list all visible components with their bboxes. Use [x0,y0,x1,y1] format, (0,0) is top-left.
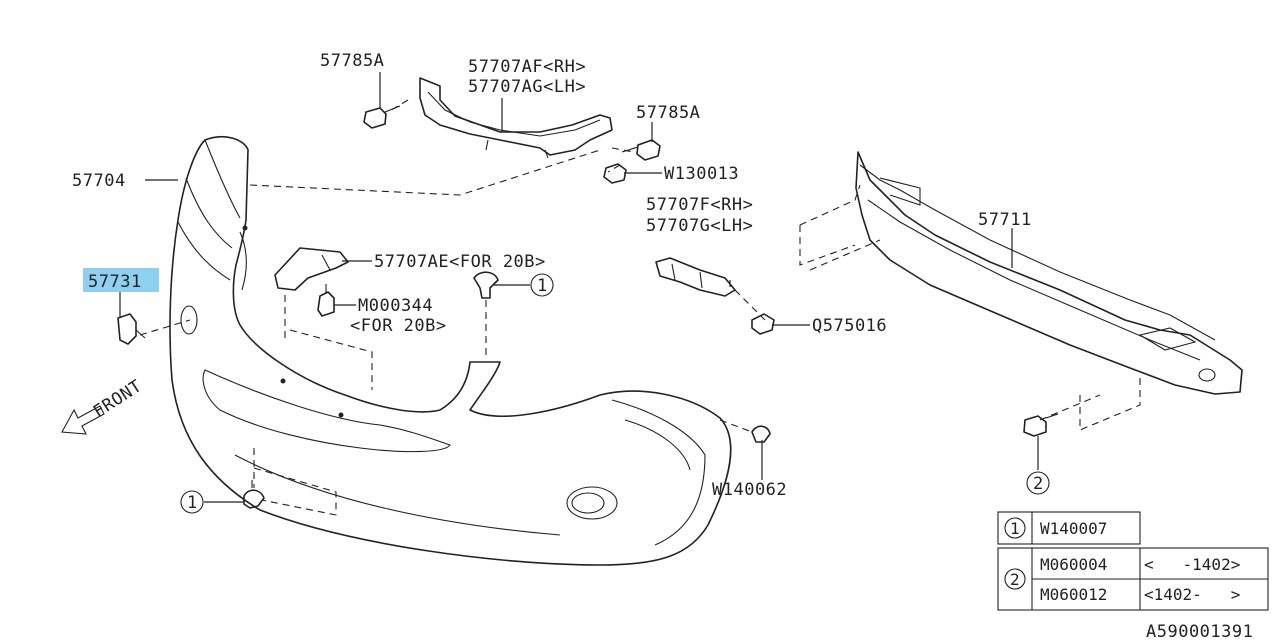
callout-1-lower[interactable]: 1 [180,490,204,514]
side-bracket-57707AE-drawing [274,247,349,291]
clip-1-lower-drawing [243,480,265,509]
label-W130013[interactable]: W130013 [664,164,739,184]
legend-2-range-2: <1402- > [1144,585,1240,604]
screw-W130013-drawing [603,163,627,184]
label-57711[interactable]: 57711 [978,210,1032,230]
label-57707G[interactable]: 57707G<LH> [646,216,753,236]
label-57785A-right[interactable]: 57785A [636,103,700,123]
clip-1-upper-drawing [473,271,499,299]
label-57731[interactable]: 57731 [88,272,142,292]
legend-2-range-1: < -1402> [1144,555,1240,574]
label-57707AF[interactable]: 57707AF<RH> [468,57,586,77]
callout-1-upper[interactable]: 1 [530,273,554,297]
leader-lines [119,72,1039,503]
front-direction-arrow: FRONT [61,376,146,435]
screw-Q575016-drawing [751,313,775,335]
callout-1-upper-text: 1 [537,276,548,296]
label-57785A-left[interactable]: 57785A [320,51,384,71]
dashed-reference-lines [139,99,1141,516]
legend-2-part-1[interactable]: M060004 [1040,555,1107,574]
legend-table-2: 2 M060004 < -1402> M060012 <1402- > [997,547,1269,611]
label-Q575016[interactable]: Q575016 [812,316,887,336]
bumper-beam-57711-drawing [855,151,1243,395]
legend-1-symbol: 1 [1010,519,1020,538]
callout-1-lower-text: 1 [187,493,198,513]
diagram-id: A590001391 [1146,622,1253,640]
label-W140062[interactable]: W140062 [712,480,787,500]
label-57707AE[interactable]: 57707AE<FOR 20B> [374,252,546,272]
highlight-57731 [83,268,159,292]
front-bumper-cover-drawing [169,135,732,566]
callout-2-text: 2 [1033,474,1044,494]
side-bracket-57707F-drawing [655,257,736,297]
clip-W140062-drawing [751,425,771,443]
legend-1-part[interactable]: W140007 [1040,519,1107,538]
label-M000344[interactable]: M000344 [358,296,433,316]
legend-table-1: 1 W140007 [997,511,1141,545]
label-57707F[interactable]: 57707F<RH> [646,195,753,215]
label-57707AG[interactable]: 57707AG<LH> [468,77,586,97]
bolt-M000344-drawing [317,284,335,317]
clip-57785A-right-drawing [621,139,661,161]
callout-2[interactable]: 2 [1026,471,1050,495]
label-57704[interactable]: 57704 [72,171,126,191]
upper-bracket-drawing [419,77,613,159]
front-label: FRONT [90,376,146,422]
legend-2-part-2[interactable]: M060012 [1040,585,1107,604]
bolt-2-drawing [1023,413,1059,437]
part-labels: 57785A 57707AF<RH> 57707AG<LH> 57785A W1… [72,51,1253,640]
marker-lamp-57731-drawing [117,313,146,345]
legend-2-symbol: 2 [1010,570,1020,589]
label-for-20B[interactable]: <FOR 20B> [350,316,447,336]
clip-57785A-left-drawing [363,105,401,129]
